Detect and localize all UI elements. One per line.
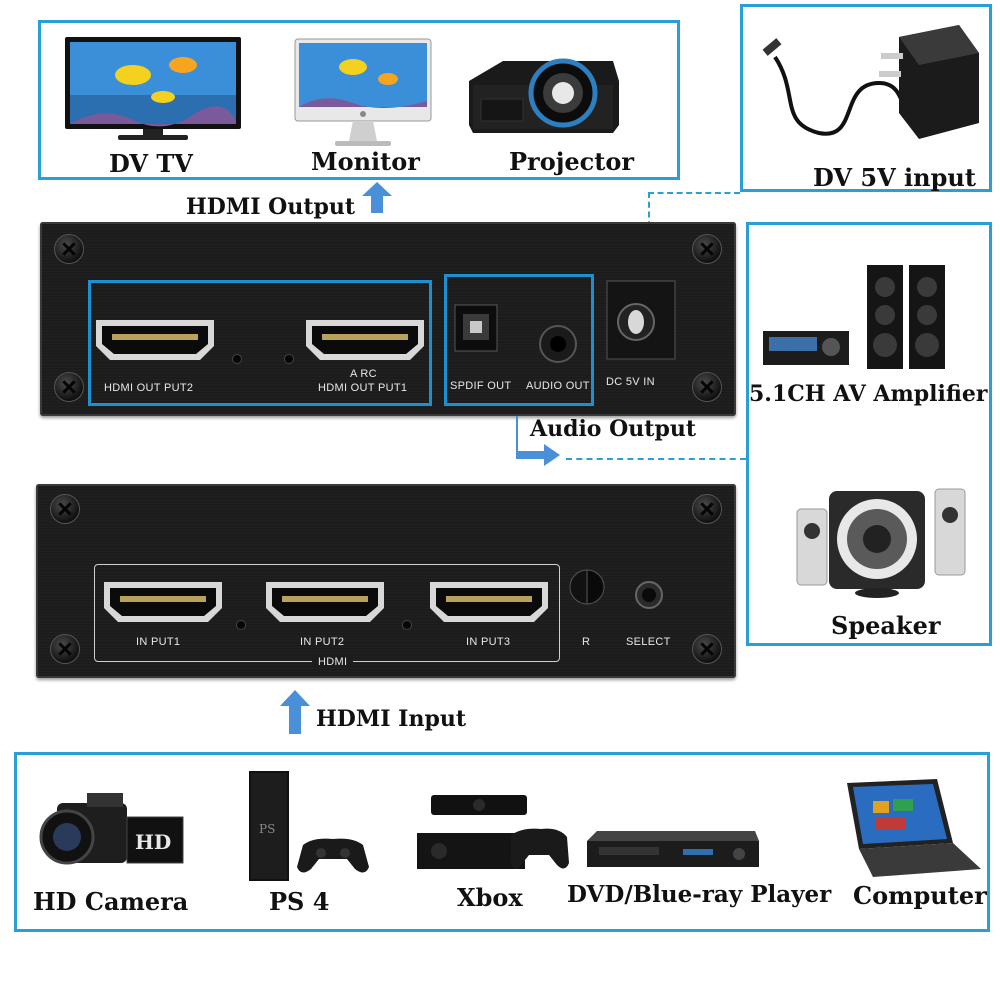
dvd-player-icon (583, 827, 763, 877)
hdmi-input3-port[interactable] (428, 580, 550, 624)
input2-label: IN PUT2 (300, 636, 345, 648)
svg-text:PS: PS (259, 822, 275, 836)
audio-out-label: AUDIO OUT (526, 380, 590, 392)
input-device-label: Xbox (457, 883, 523, 912)
output-device-label: Monitor (311, 147, 420, 176)
indicator-led (402, 620, 412, 630)
dc-power-jack[interactable] (606, 280, 676, 360)
hdmi-out1-port[interactable] (304, 318, 426, 362)
spdif-port[interactable] (454, 304, 498, 352)
audio-device-label: 5.1CH AV Amplifier (749, 381, 988, 407)
hdmi-output-label: HDMI Output (186, 194, 356, 220)
projector-icon (463, 41, 623, 145)
select-button[interactable] (634, 580, 664, 610)
hdmi-group-label: HDMI (312, 656, 354, 668)
output-device-label: DV TV (109, 149, 193, 178)
amplifier-icon (763, 261, 953, 371)
hdmi-out1-label: HDMI OUT PUT1 (318, 382, 408, 394)
ps4-icon: PS (243, 767, 373, 887)
screw-icon (54, 234, 84, 264)
tv-icon (63, 35, 243, 143)
indicator-led (284, 354, 294, 364)
input-device-label: Computer (853, 881, 987, 910)
audio-output-group (444, 274, 594, 406)
audio-connector-line (566, 458, 746, 460)
ir-label: R (582, 636, 591, 648)
screw-icon (50, 494, 80, 524)
screw-icon (692, 634, 722, 664)
audio-devices-box: 5.1CH AV Amplifier Speaker (746, 222, 992, 646)
output-device-label: Projector (509, 147, 635, 176)
power-adapter-icon (749, 13, 985, 153)
audio-output-label: Audio Output (530, 416, 696, 442)
audio-out-jack[interactable] (538, 324, 578, 364)
svg-text:HD: HD (135, 830, 171, 854)
laptop-icon (833, 777, 983, 881)
screw-icon (692, 372, 722, 402)
input-device-label: HD Camera (33, 887, 189, 916)
monitor-icon (293, 37, 433, 149)
xbox-icon (411, 789, 571, 885)
arc-label: A RC (350, 368, 377, 380)
input-devices-box: HD HD Camera PS PS 4 Xbox (14, 752, 990, 932)
right-arrow-icon (514, 442, 562, 472)
camcorder-icon: HD (27, 783, 187, 883)
screw-icon (692, 494, 722, 524)
hdmi-out2-label: HDMI OUT PUT2 (104, 382, 194, 394)
front-panel: HDMI IN PUT1 IN PUT2 IN PUT3 R (36, 484, 736, 678)
up-arrow-icon (278, 688, 312, 740)
indicator-led (232, 354, 242, 364)
indicator-led (236, 620, 246, 630)
power-connector-line (648, 192, 740, 194)
input3-label: IN PUT3 (466, 636, 511, 648)
screw-icon (50, 634, 80, 664)
hdmi-input2-port[interactable] (264, 580, 386, 624)
spdif-label: SPDIF OUT (450, 380, 512, 392)
hdmi-input-label: HDMI Input (316, 706, 466, 732)
hdmi-output-group (88, 280, 432, 406)
power-input-box: DV 5V input (740, 4, 992, 192)
input1-label: IN PUT1 (136, 636, 181, 648)
hdmi-input1-port[interactable] (102, 580, 224, 624)
audio-device-label: Speaker (831, 611, 941, 640)
screw-icon (54, 372, 84, 402)
hdmi-out2-port[interactable] (94, 318, 216, 362)
hdmi-output-devices-box: DV TV Monitor Projector (38, 20, 680, 180)
dc-in-label: DC 5V IN (606, 376, 655, 388)
speaker-icon (789, 481, 979, 601)
power-label: DV 5V input (813, 163, 976, 192)
up-arrow-icon (360, 180, 394, 218)
ir-receiver-icon (568, 568, 606, 606)
input-device-label: PS 4 (269, 887, 330, 916)
screw-icon (692, 234, 722, 264)
input-device-label: DVD/Blue-ray Player (567, 881, 832, 908)
rear-panel: HDMI OUT PUT2 A RC HDMI OUT PUT1 SPDIF O… (40, 222, 736, 416)
select-label: SELECT (626, 636, 671, 648)
audio-connector-line (516, 416, 518, 454)
